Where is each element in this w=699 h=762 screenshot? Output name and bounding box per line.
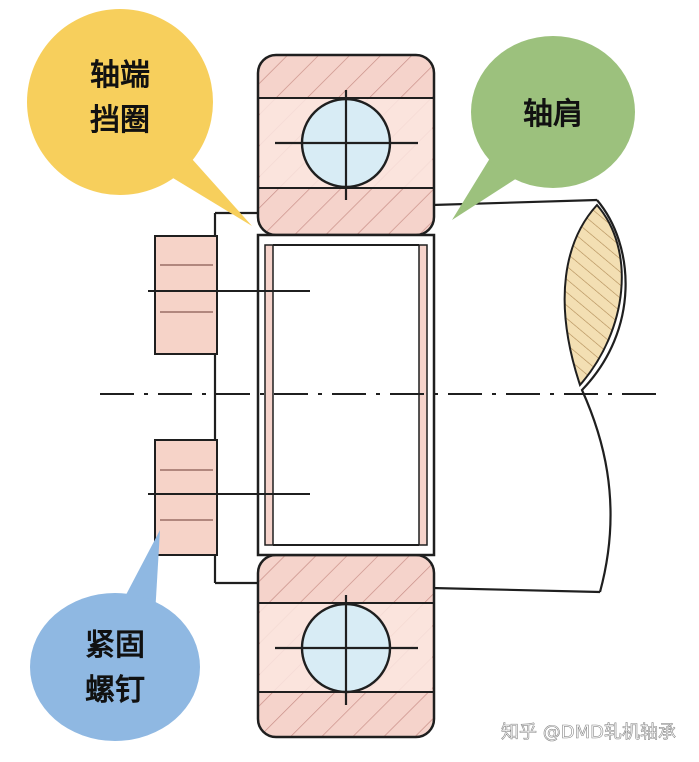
callout-end-retainer-line2: 挡圈 — [90, 103, 150, 138]
callout-set-screw: 紧固 螺钉 — [30, 530, 200, 741]
callout-shoulder: 轴肩 — [452, 36, 635, 220]
shaft-break-section — [563, 203, 623, 387]
callout-shoulder-line1: 轴肩 — [523, 97, 583, 132]
set-screw-upper — [148, 235, 310, 355]
set-screw-lower — [148, 439, 310, 556]
callout-end-retainer: 轴端 挡圈 — [27, 9, 252, 226]
callout-end-retainer-line1: 轴端 — [90, 58, 150, 93]
bearing-bottom — [256, 553, 436, 739]
bearing-top — [256, 53, 436, 237]
callout-set-screw-line2: 螺钉 — [85, 673, 145, 708]
callout-set-screw-line1: 紧固 — [85, 628, 145, 663]
watermark: 知乎 @DMD轧机轴承 — [501, 722, 676, 743]
